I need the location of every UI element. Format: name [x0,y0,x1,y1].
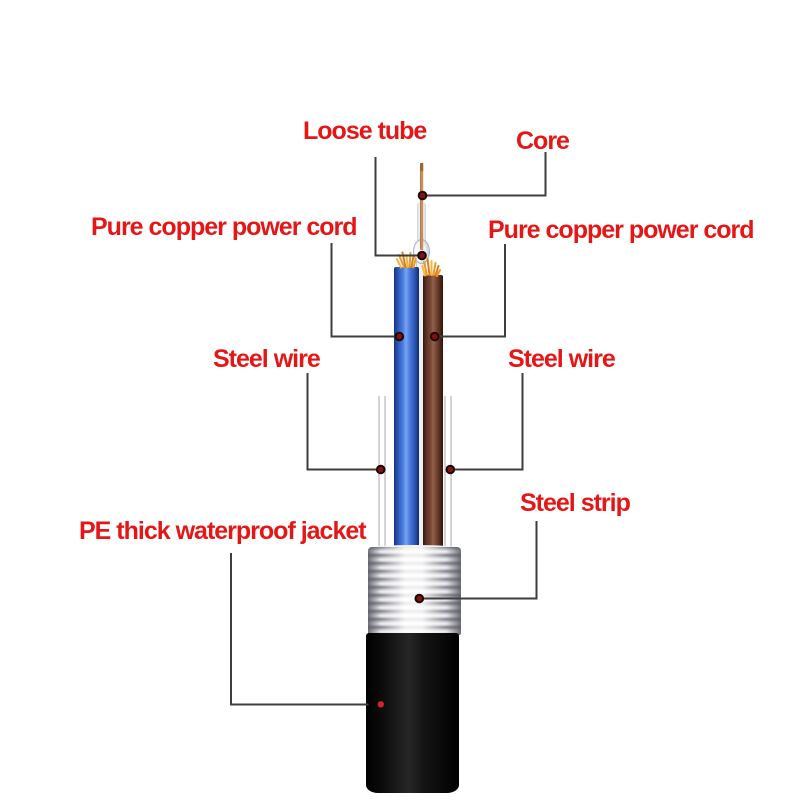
power-cord-blue-wire [393,267,419,548]
power-cord-left-label: Pure copper power cord [91,213,358,241]
steel-strip-label: Steel strip [520,489,631,517]
power-cord-right-label: Pure copper power cord [488,216,755,244]
loose-tube-neck [416,202,426,244]
pe-jacket-label: PE thick waterproof jacket [79,517,367,545]
steel-wire-left-2 [383,396,386,548]
core-marker-dot [417,190,428,201]
steel-wire-right-leader [451,373,524,471]
steel-strip-graphic [367,547,461,635]
core-label: Core [516,127,570,155]
power-cord-brown-wire [422,275,443,548]
steel-wire-right-2 [450,396,453,548]
steel-wire-left-1 [378,396,381,548]
steel-wire-right-1 [443,396,446,548]
pe-jacket-graphic [365,633,459,793]
loose-tube-bulb [412,239,430,264]
steel-wire-left-leader [306,373,380,471]
loose-tube-leader [374,157,421,257]
loose-tube-label: Loose tube [303,117,427,145]
steel-wire-right-label: Steel wire [508,345,616,373]
power-cord-right-leader [436,244,506,338]
core-leader [423,152,547,197]
power-cord-left-leader [330,243,398,338]
steel-wire-left-label: Steel wire [213,345,321,373]
pe-jacket-leader [230,553,369,706]
